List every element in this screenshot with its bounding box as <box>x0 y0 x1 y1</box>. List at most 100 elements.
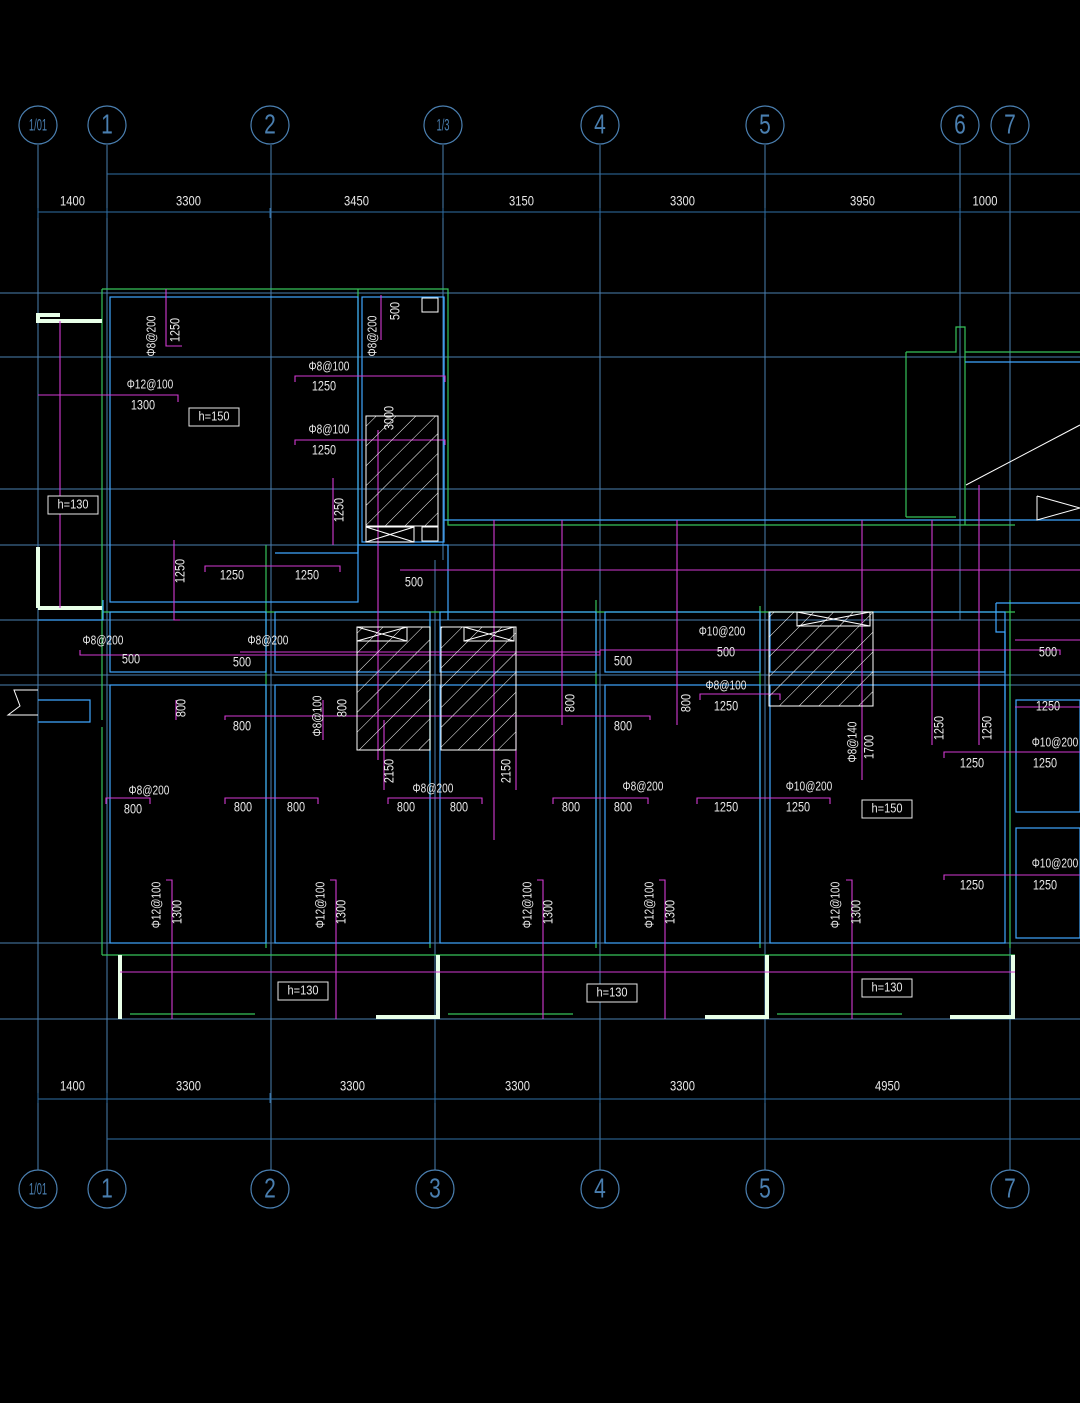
dimension-text: 3300 <box>176 194 201 209</box>
rebar-spec-label: Φ8@200 <box>144 315 158 356</box>
slab-thickness-text: h=150 <box>199 409 230 424</box>
rebar-spec-label: Φ12@100 <box>828 881 842 928</box>
axis-bubble: 7 <box>990 105 1030 145</box>
axis-bubble: 5 <box>745 105 785 145</box>
rebar-length-label: 1250 <box>714 698 738 714</box>
axis-label: 2 <box>264 1174 276 1205</box>
rebar-length-label: 1250 <box>295 567 319 583</box>
rebar-spec-label: Φ12@100 <box>642 881 656 928</box>
rebar-length-label: 1300 <box>540 900 556 924</box>
rebar-spec-label: Φ12@100 <box>313 881 327 928</box>
dimension-text: 3450 <box>344 194 369 209</box>
rebar-length-label: 1250 <box>960 755 984 771</box>
axis-label: 1/3 <box>437 116 450 135</box>
axis-circle <box>250 105 290 145</box>
rebar-length-label: 1300 <box>848 900 864 924</box>
rebar-length-label: 1300 <box>333 900 349 924</box>
rebar-length-label: 800 <box>450 799 468 815</box>
shaft-opening <box>365 526 415 543</box>
rebar-length-label: 500 <box>614 653 632 669</box>
rebar-length-label: 1250 <box>331 498 347 522</box>
rebar-length-label: 500 <box>405 574 423 590</box>
rebar-length-label: 500 <box>1039 644 1057 660</box>
axis-circle <box>18 1169 58 1209</box>
rebar-spec-label: Φ8@100 <box>309 359 350 373</box>
slab-tag-box <box>47 495 99 515</box>
axis-label: 7 <box>1004 1174 1016 1205</box>
dimension-text: 3300 <box>340 1079 365 1094</box>
rebar-spec-label: Φ12@100 <box>149 881 163 928</box>
rebar-length-label: 1300 <box>662 900 678 924</box>
dimension-text: 3150 <box>509 194 534 209</box>
slab-thickness-tag: h=130 <box>586 983 638 1003</box>
axis-bubble: 5 <box>745 1169 785 1209</box>
axis-label: 4 <box>594 1174 606 1205</box>
rebar-length-label: 1250 <box>786 799 810 815</box>
axis-label: 6 <box>954 110 966 141</box>
rebar-spec-label: Φ8@200 <box>413 781 454 795</box>
axis-bubble: 7 <box>990 1169 1030 1209</box>
slab-thickness-tag: h=130 <box>47 495 99 515</box>
slab-thickness-text: h=150 <box>872 801 903 816</box>
rebar-spec-label: Φ8@100 <box>309 422 350 436</box>
axis-label: 3 <box>429 1174 441 1205</box>
axis-bubble: 6 <box>940 105 980 145</box>
dimension-text: 3300 <box>505 1079 530 1094</box>
slab-tag-box <box>188 407 240 427</box>
axis-bubble: 1/3 <box>423 105 463 145</box>
dimension-text: 1400 <box>60 1079 85 1094</box>
rebar-spec-label: Φ8@200 <box>83 633 124 647</box>
rebar-length-label: 800 <box>562 694 578 712</box>
axis-bubble: 1/01 <box>18 105 58 145</box>
rebar-length-label: 1250 <box>1036 698 1060 714</box>
rebar-length-label: 500 <box>233 654 251 670</box>
dimension-text: 3300 <box>670 194 695 209</box>
axis-circle <box>250 1169 290 1209</box>
rebar-spec-label: Φ10@200 <box>1032 856 1079 870</box>
axis-circle <box>580 1169 620 1209</box>
axis-circle <box>580 105 620 145</box>
axis-circle <box>990 105 1030 145</box>
rebar-spec-label: Φ12@100 <box>127 377 174 391</box>
slab-thickness-tag: h=150 <box>188 407 240 427</box>
slab-thickness-tag: h=130 <box>861 978 913 998</box>
shaft-opening <box>365 415 439 527</box>
rebar-lines <box>38 289 1080 1019</box>
rebar-length-label: 800 <box>287 799 305 815</box>
axis-circle <box>87 1169 127 1209</box>
shaft-opening <box>440 626 517 751</box>
axis-circle <box>18 105 58 145</box>
rebar-length-label: 1250 <box>714 799 738 815</box>
rebar-length-label: 1250 <box>167 318 183 342</box>
rebar-length-label: 800 <box>397 799 415 815</box>
wall-outlines-blue <box>38 296 1080 944</box>
floor-openings <box>6 297 1080 751</box>
slab-thickness-tag: h=150 <box>861 799 913 819</box>
slab-tag-box <box>586 983 638 1003</box>
rebar-length-label: 2150 <box>381 759 397 783</box>
rebar-length-label: 800 <box>614 718 632 734</box>
axis-label: 2 <box>264 110 276 141</box>
balcony-walls <box>36 313 1015 1019</box>
rebar-spec-label: Φ8@100 <box>706 678 747 692</box>
rebar-spec-label: Φ8@200 <box>129 783 170 797</box>
dimension-lines <box>38 173 1080 1140</box>
axis-circle <box>87 105 127 145</box>
slab-thickness-text: h=130 <box>597 985 628 1000</box>
axis-bubble: 4 <box>580 1169 620 1209</box>
axis-label: 5 <box>759 1174 771 1205</box>
axis-label: 1 <box>101 110 113 141</box>
shaft-opening <box>768 611 874 707</box>
axis-bubble: 4 <box>580 105 620 145</box>
rebar-length-label: 800 <box>173 699 189 717</box>
rebar-length-label: 1300 <box>169 900 185 924</box>
rebar-spec-label: Φ10@200 <box>786 779 833 793</box>
axis-label: 5 <box>759 110 771 141</box>
axis-bubble: 2 <box>250 105 290 145</box>
